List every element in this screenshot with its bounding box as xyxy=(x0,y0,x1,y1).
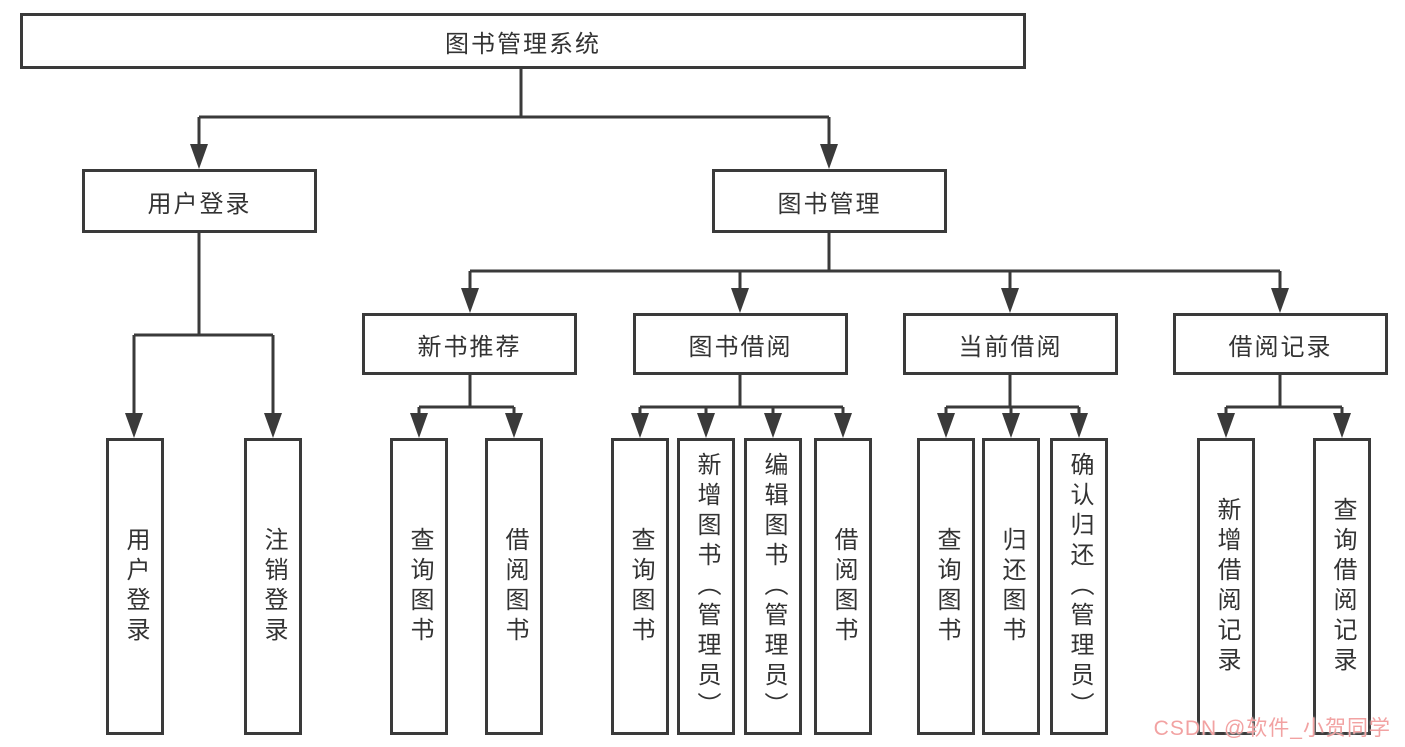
leaf-add-borrow-record: 新增借阅记录 xyxy=(1197,438,1255,735)
node-library-system-label: 图书管理系统 xyxy=(445,30,601,58)
node-new-book-recommend: 新书推荐 xyxy=(362,313,577,375)
leaf-add-book-admin-label: 新增图书（管理员） xyxy=(693,451,720,722)
node-book-management-label: 图书管理 xyxy=(777,190,882,218)
leaf-borrow-book-label: 借阅图书 xyxy=(830,526,857,647)
leaf-logout-label: 注销登录 xyxy=(260,526,287,647)
node-current-borrowing-label: 当前借阅 xyxy=(958,333,1063,361)
node-library-system: 图书管理系统 xyxy=(20,13,1026,69)
leaf-user-login-label: 用户登录 xyxy=(122,526,149,647)
connector-arrowheads xyxy=(125,144,1351,438)
leaf-add-book-admin: 新增图书（管理员） xyxy=(677,438,735,735)
leaf-borrow-books-recommend-label: 借阅图书 xyxy=(501,526,528,647)
node-user-login-label: 用户登录 xyxy=(147,190,252,218)
leaf-query-books-current-label: 查询图书 xyxy=(933,526,960,647)
leaf-query-books-recommend: 查询图书 xyxy=(390,438,448,735)
leaf-logout: 注销登录 xyxy=(244,438,302,735)
leaf-add-borrow-record-label: 新增借阅记录 xyxy=(1213,496,1240,677)
node-book-borrowing: 图书借阅 xyxy=(633,313,848,375)
leaf-query-borrow-record: 查询借阅记录 xyxy=(1313,438,1371,735)
leaf-query-books-borrowing-label: 查询图书 xyxy=(627,526,654,647)
csdn-watermark: CSDN @软件_小贺同学 xyxy=(1153,717,1391,740)
leaf-edit-book-admin: 编辑图书（管理员） xyxy=(744,438,802,735)
node-user-login: 用户登录 xyxy=(82,169,317,233)
leaf-query-books-recommend-label: 查询图书 xyxy=(406,526,433,647)
leaf-borrow-book: 借阅图书 xyxy=(814,438,872,735)
node-book-management: 图书管理 xyxy=(712,169,947,233)
leaf-confirm-return-admin-label: 确认归还（管理员） xyxy=(1066,451,1093,722)
leaf-query-borrow-record-label: 查询借阅记录 xyxy=(1329,496,1356,677)
leaf-borrow-books-recommend: 借阅图书 xyxy=(485,438,543,735)
leaf-edit-book-admin-label: 编辑图书（管理员） xyxy=(760,451,787,722)
node-borrowing-records: 借阅记录 xyxy=(1173,313,1388,375)
node-current-borrowing: 当前借阅 xyxy=(903,313,1118,375)
node-book-borrowing-label: 图书借阅 xyxy=(688,333,793,361)
leaf-return-book-label: 归还图书 xyxy=(998,526,1025,647)
leaf-query-books-borrowing: 查询图书 xyxy=(611,438,669,735)
node-new-book-recommend-label: 新书推荐 xyxy=(417,333,522,361)
connector-paths xyxy=(132,68,1344,416)
leaf-query-books-current: 查询图书 xyxy=(917,438,975,735)
leaf-user-login: 用户登录 xyxy=(106,438,164,735)
leaf-return-book: 归还图书 xyxy=(982,438,1040,735)
leaf-confirm-return-admin: 确认归还（管理员） xyxy=(1050,438,1108,735)
node-borrowing-records-label: 借阅记录 xyxy=(1228,333,1333,361)
